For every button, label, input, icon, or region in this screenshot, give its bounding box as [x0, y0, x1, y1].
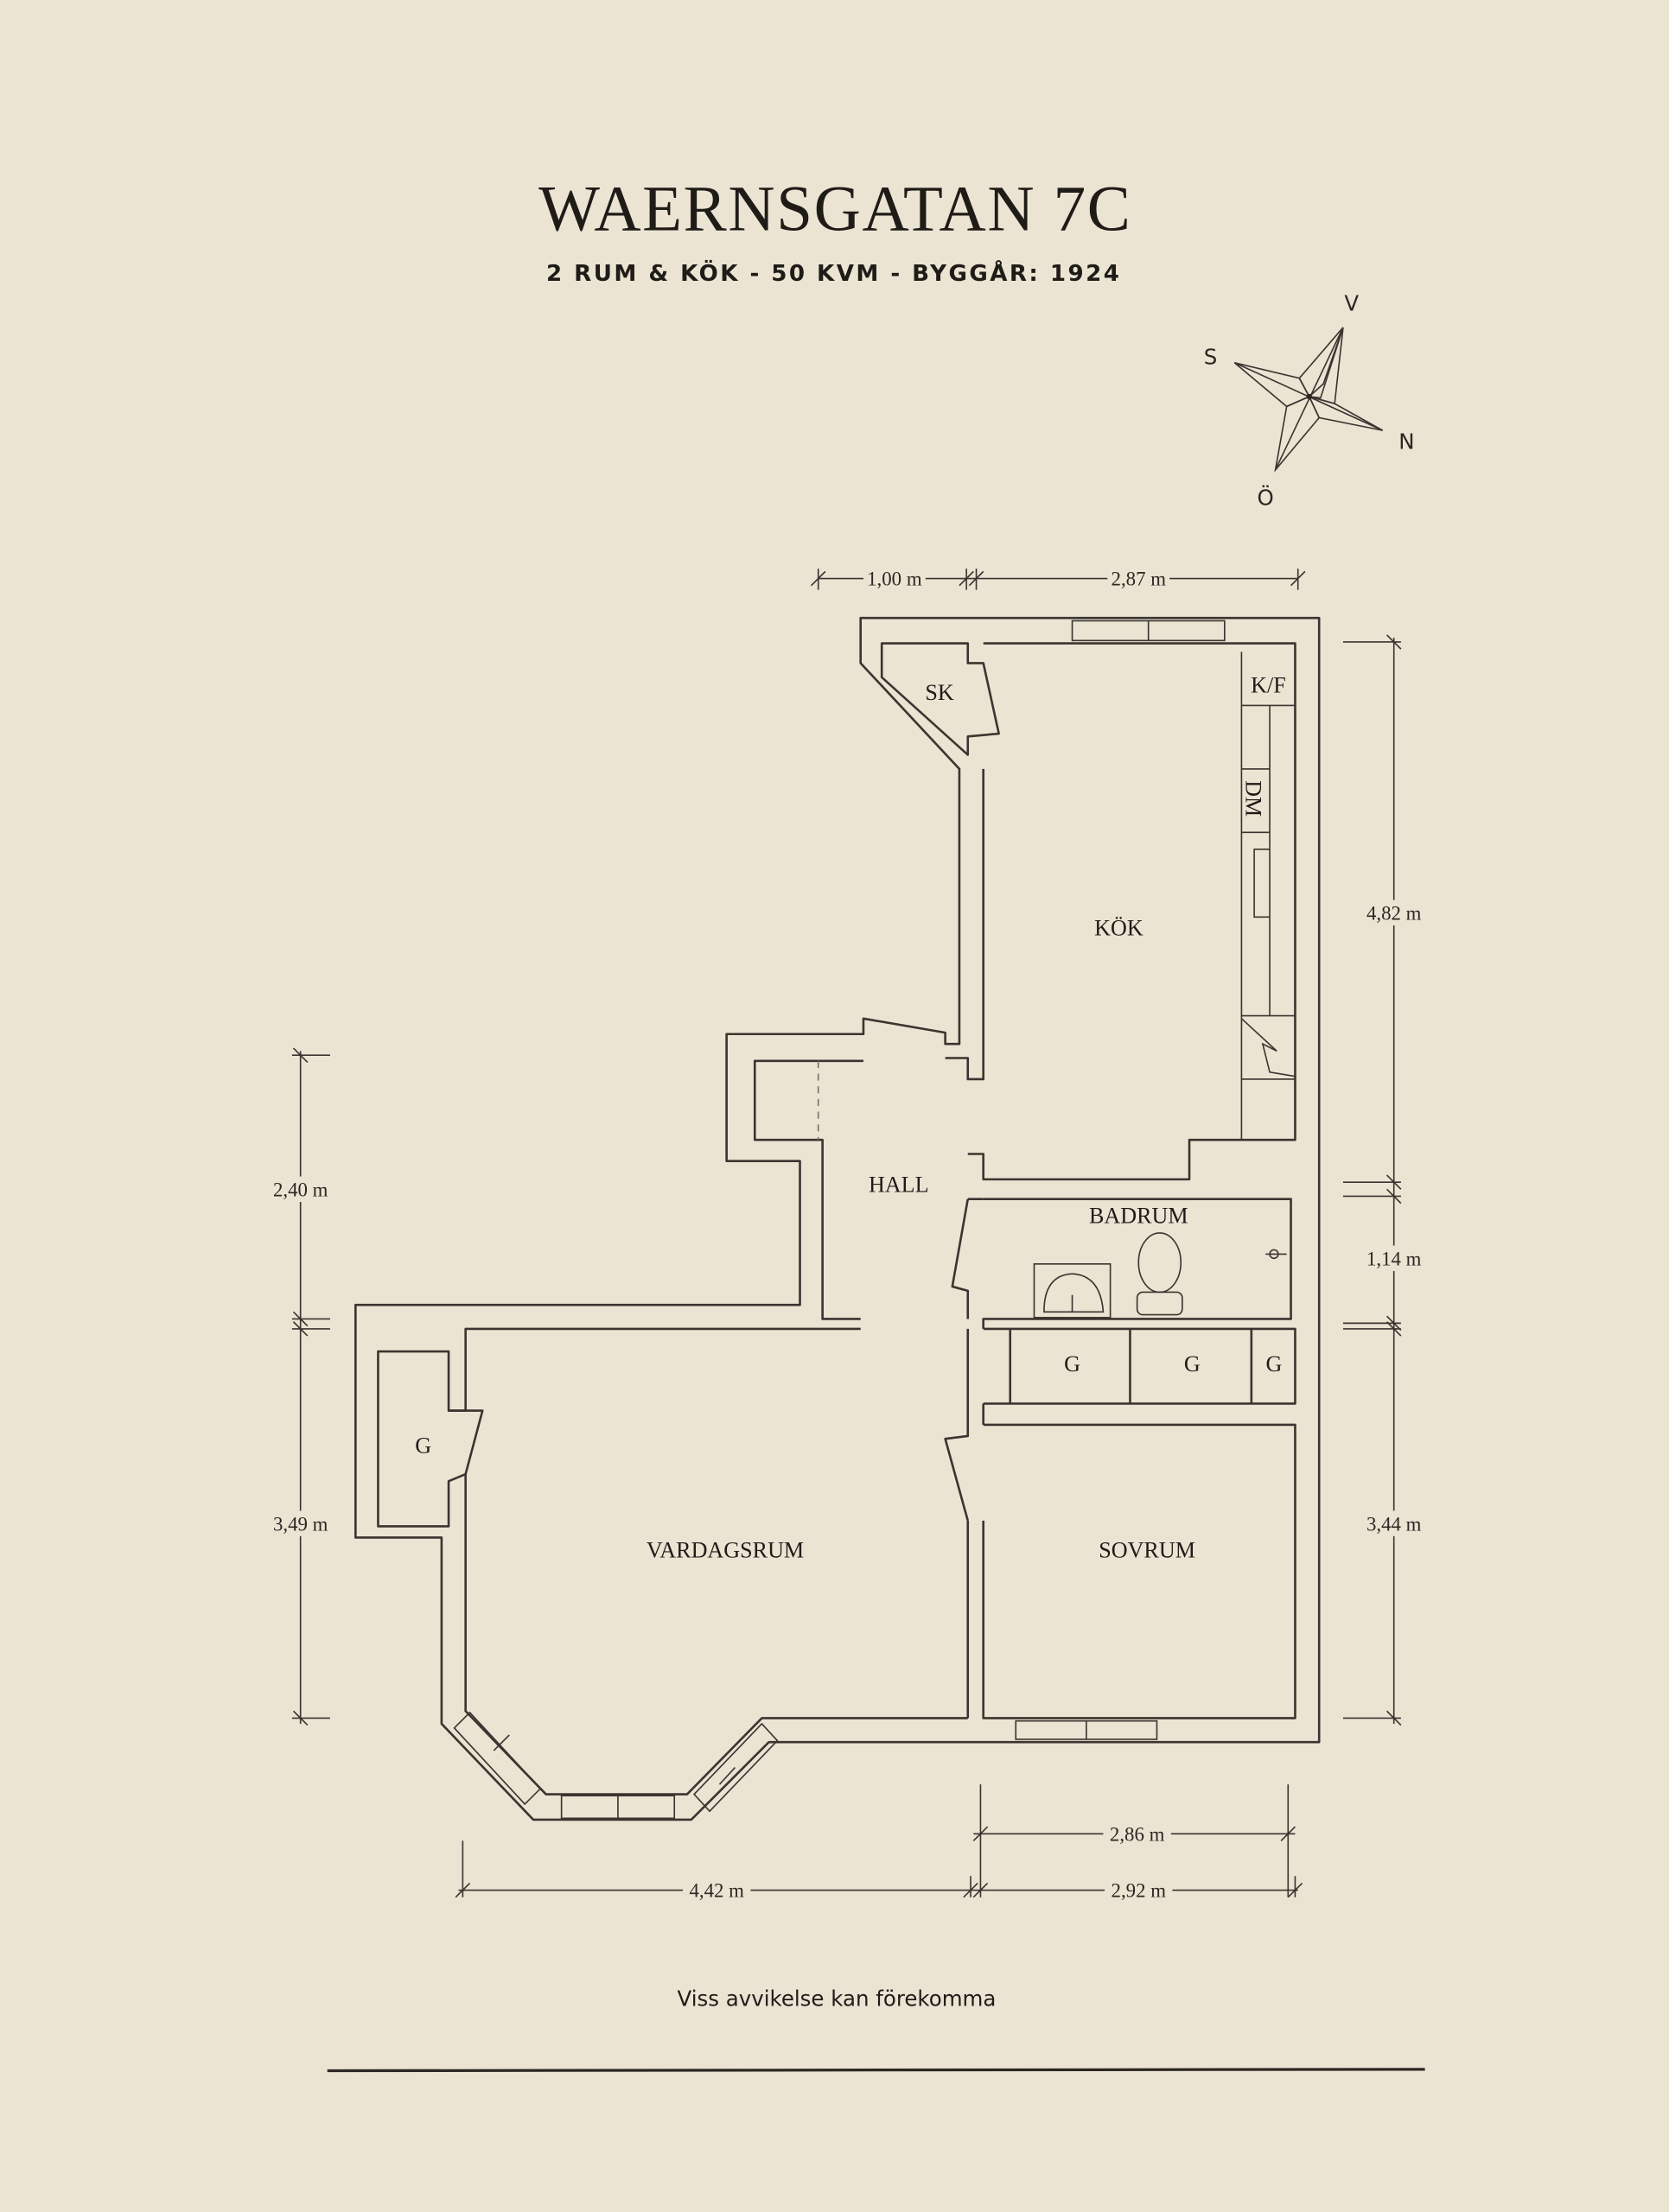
dimension-lines — [291, 569, 1402, 1898]
room-label-sk: SK — [925, 680, 954, 705]
compass-north-label: N — [1398, 429, 1414, 454]
room-label-kok: KÖK — [1094, 915, 1143, 940]
room-label-wardrobe-1: G — [1064, 1351, 1080, 1376]
room-label-wardrobe-2: G — [1184, 1351, 1201, 1376]
page-title: WAERNSGATAN 7C — [538, 173, 1131, 245]
dimension-bottom-living: 4,42 m — [689, 1880, 744, 1902]
room-label-badrum: BADRUM — [1089, 1203, 1188, 1228]
room-label-wardrobe-living: G — [415, 1433, 431, 1459]
room-label-kf: K/F — [1251, 673, 1286, 698]
room-label-hall: HALL — [869, 1173, 929, 1198]
page-subtitle: 2 RUM & KÖK - 50 KVM - BYGGÅR: 1924 — [546, 258, 1121, 287]
toilet-icon — [1136, 1232, 1183, 1316]
disclaimer-text: Viss avvikelse kan förekomma — [678, 1986, 997, 2011]
dimension-top-right: 2,87 m — [1112, 569, 1167, 590]
walls — [354, 616, 1321, 1821]
room-label-dm: DM — [1240, 780, 1265, 817]
room-label-vardagsrum: VARDAGSRUM — [647, 1537, 804, 1562]
dimension-left-hall: 2,40 m — [273, 1179, 328, 1200]
dimension-right-kitchen: 4,82 m — [1366, 903, 1422, 925]
windows — [453, 620, 1226, 1820]
dimension-bottom-bedroom-inner: 2,86 m — [1110, 1823, 1165, 1845]
compass-east-label: Ö — [1258, 486, 1274, 511]
dimension-right-bedroom: 3,44 m — [1366, 1513, 1422, 1535]
dimension-left-living: 3,49 m — [273, 1513, 328, 1535]
sink-icon — [1033, 1263, 1112, 1319]
compass-south-label: S — [1204, 344, 1218, 369]
dimension-top-left: 1,00 m — [867, 569, 922, 590]
dimension-right-bath: 1,14 m — [1366, 1248, 1422, 1269]
compass-rose-icon — [1233, 327, 1384, 473]
compass-west-label: V — [1344, 290, 1359, 315]
footer-divider — [327, 2068, 1425, 2073]
room-label-sovrum: SOVRUM — [1099, 1537, 1195, 1562]
room-label-wardrobe-3: G — [1266, 1351, 1283, 1376]
dimension-bottom-bedroom: 2,92 m — [1112, 1880, 1167, 1902]
shower-tap-icon — [1265, 1249, 1287, 1260]
